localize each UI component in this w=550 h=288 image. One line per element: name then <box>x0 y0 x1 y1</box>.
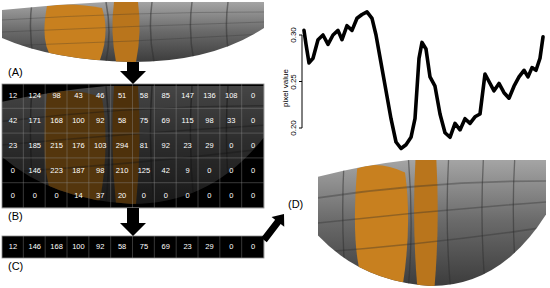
table-cell: 98 <box>205 117 213 125</box>
table-cell: 0 <box>207 167 211 175</box>
table-cell: 0 <box>54 192 58 200</box>
table-cell: 294 <box>116 142 129 150</box>
table-cell: 69 <box>162 117 170 125</box>
table-cell: 0 <box>164 192 168 200</box>
table-cell: 185 <box>28 142 41 150</box>
table-cell: 29 <box>205 243 213 251</box>
table-cell: 168 <box>50 117 63 125</box>
table-cell: 51 <box>118 93 126 101</box>
table-cell: 0 <box>207 192 211 200</box>
table-cell: 100 <box>72 243 85 251</box>
tick-label: 0.25 <box>290 74 298 90</box>
table-cell: 75 <box>140 243 148 251</box>
flow-arrow <box>261 214 284 242</box>
table-cell: 42 <box>9 117 17 125</box>
table-cell: 81 <box>140 142 148 150</box>
table-cell: 176 <box>72 142 85 150</box>
table-cell: 223 <box>50 167 63 175</box>
table-cell: 0 <box>251 167 255 175</box>
table-cell: 0 <box>251 142 255 150</box>
image-panel: (A) <box>2 2 264 62</box>
table-cell: 37 <box>96 192 104 200</box>
table-cell: 0 <box>251 93 255 101</box>
table-cell: 85 <box>162 93 170 101</box>
table-cell: 75 <box>140 117 148 125</box>
grid-lines <box>2 84 264 208</box>
table-cell: 58 <box>118 117 126 125</box>
table-cell: 0 <box>142 192 146 200</box>
panel-label: (B) <box>8 210 23 223</box>
table-cell: 100 <box>72 117 85 125</box>
table-cell: 168 <box>50 243 63 251</box>
table-cell: 92 <box>162 142 170 150</box>
bee-image <box>2 0 264 62</box>
row-ground <box>2 236 264 258</box>
table-cell: 0 <box>229 167 233 175</box>
table-cell: 33 <box>227 117 235 125</box>
table-cell: 0 <box>185 192 189 200</box>
table-cell: 210 <box>116 167 129 175</box>
table-cell: 23 <box>9 142 17 150</box>
table-cell: 92 <box>96 243 104 251</box>
panel-label: (C) <box>8 260 23 273</box>
table-cell: 46 <box>96 93 104 101</box>
flow-arrow <box>120 62 146 84</box>
table-cell: 0 <box>229 192 233 200</box>
table-cell: 98 <box>96 167 104 175</box>
panel-label: (D) <box>288 198 303 211</box>
flow-arrow <box>120 208 146 236</box>
table-cell: 58 <box>140 93 148 101</box>
table-cell: 29 <box>205 142 213 150</box>
table-cell: 103 <box>94 142 107 150</box>
table-cell: 171 <box>28 117 41 125</box>
table-cell: 0 <box>251 243 255 251</box>
table-cell: 115 <box>182 117 194 125</box>
table-cell: 0 <box>229 243 233 251</box>
bee-image <box>318 156 546 286</box>
table-cell: 14 <box>74 192 82 200</box>
row-panel: (C) <box>2 236 264 258</box>
pixel-curve <box>304 12 543 149</box>
table-cell: 9 <box>185 167 189 175</box>
row-lines <box>2 236 264 258</box>
table-cell: 69 <box>162 243 170 251</box>
table-cell: 0 <box>33 192 37 200</box>
table-cell: 12 <box>9 93 17 101</box>
table-cell: 124 <box>28 93 41 101</box>
table-cell: 0 <box>251 192 255 200</box>
table-cell: 0 <box>11 192 15 200</box>
table-cell: 146 <box>28 243 41 251</box>
table-cell: 20 <box>118 192 126 200</box>
table-cell: 187 <box>72 167 85 175</box>
tick-label: 0.30 <box>290 27 298 43</box>
grid-ground <box>2 84 264 208</box>
table-cell: 0 <box>11 167 15 175</box>
table-cell: 92 <box>96 117 104 125</box>
axis-label: pixel value <box>282 69 290 107</box>
table-cell: 23 <box>183 243 191 251</box>
table-cell: 42 <box>162 167 170 175</box>
plot-panel: (D) <box>284 2 548 286</box>
panel-label: (A) <box>8 66 23 79</box>
table-cell: 0 <box>251 117 255 125</box>
axis-ticks <box>299 35 302 128</box>
table-cell: 215 <box>50 142 63 150</box>
table-cell: 108 <box>225 93 238 101</box>
table-cell: 43 <box>74 93 82 101</box>
table-cell: 0 <box>229 142 233 150</box>
table-cell: 136 <box>203 93 216 101</box>
table-cell: 125 <box>138 167 151 175</box>
table-cell: 12 <box>9 243 17 251</box>
table-cell: 98 <box>52 93 60 101</box>
grid-panel: (B) <box>2 84 264 208</box>
table-cell: 147 <box>181 93 194 101</box>
tick-label: 0.20 <box>290 120 298 136</box>
table-cell: 23 <box>183 142 191 150</box>
table-cell: 58 <box>118 243 126 251</box>
table-cell: 146 <box>28 167 41 175</box>
